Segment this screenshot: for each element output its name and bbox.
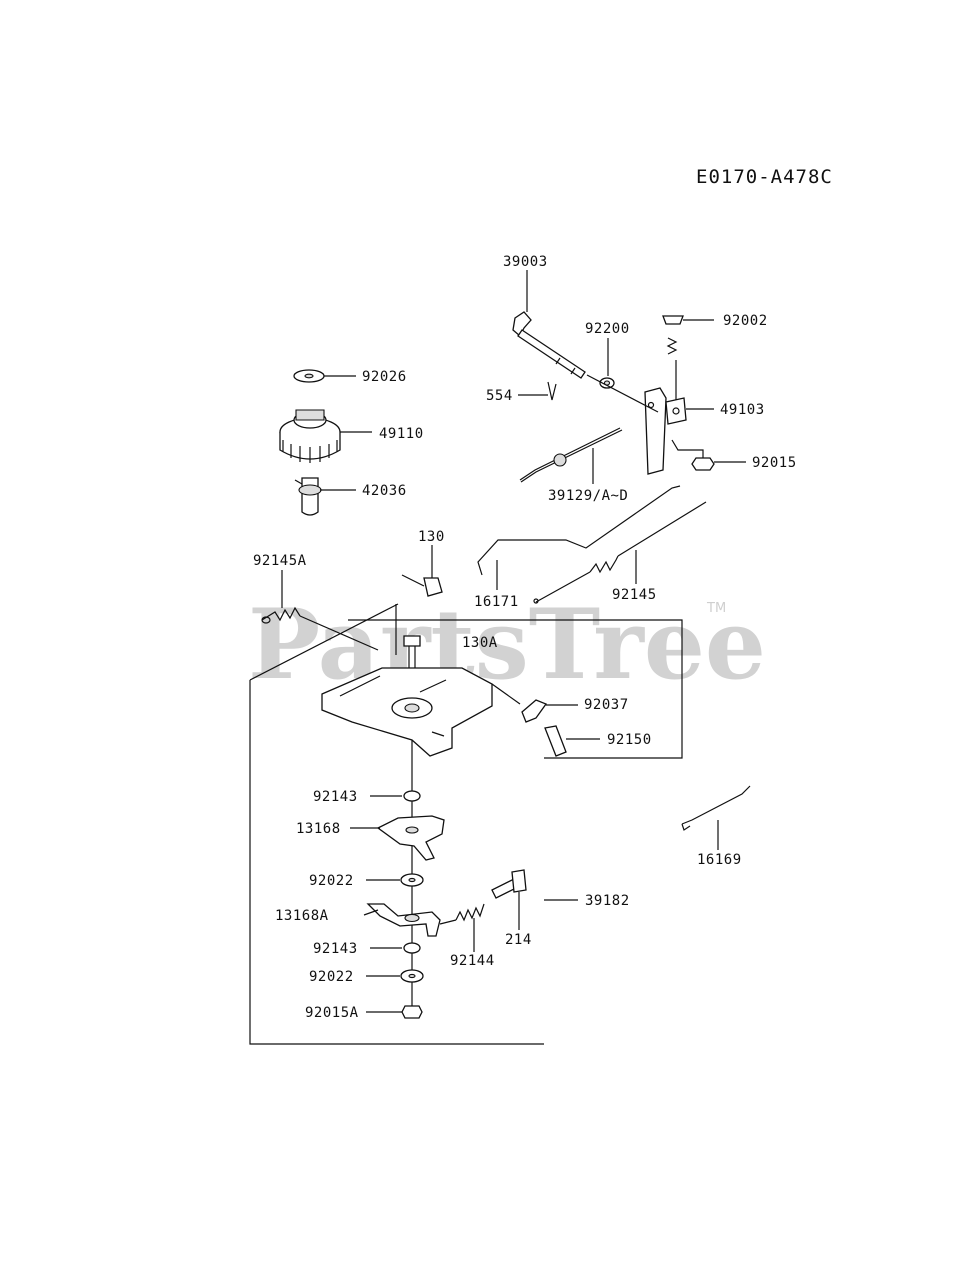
label-130A: 130A <box>462 635 498 651</box>
cotter-pin-554 <box>547 381 557 401</box>
washer-92022-lower <box>400 969 424 983</box>
washer-92022-upper <box>400 873 424 887</box>
label-49103: 49103 <box>720 402 765 418</box>
label-92200: 92200 <box>585 321 630 337</box>
shaft-42036 <box>294 477 322 516</box>
label-16169: 16169 <box>697 852 742 868</box>
control-plate <box>321 667 493 757</box>
bolt-130 <box>401 574 443 597</box>
screw-214 <box>491 869 527 899</box>
spring-92144 <box>439 903 485 925</box>
label-92145: 92145 <box>612 587 657 603</box>
washer-92143-lower <box>403 942 421 954</box>
spring-92145A <box>261 606 379 651</box>
label-92144: 92144 <box>450 953 495 969</box>
label-130: 130 <box>418 529 445 545</box>
washer-92026 <box>293 369 325 383</box>
label-16171: 16171 <box>474 594 519 610</box>
washer-92143-upper <box>403 790 421 802</box>
nut-92015A <box>401 1005 423 1019</box>
bolt-92002 <box>662 315 684 355</box>
label-49110: 49110 <box>379 426 424 442</box>
screw-92150 <box>544 725 567 757</box>
spring-92145 <box>533 501 707 604</box>
label-554: 554 <box>486 388 513 404</box>
bolt-130A <box>403 635 421 670</box>
label-39182: 39182 <box>585 893 630 909</box>
clip-92037 <box>491 683 548 723</box>
rod-16169 <box>681 785 751 831</box>
label-92015: 92015 <box>752 455 797 471</box>
label-92026: 92026 <box>362 369 407 385</box>
label-39129: 39129/A~D <box>548 488 628 504</box>
border-box <box>249 603 683 1045</box>
lever-13168A <box>366 903 441 937</box>
lever-13168 <box>376 815 445 861</box>
trademark-mark: TM <box>706 601 726 616</box>
gear-49110 <box>279 409 341 463</box>
diagram-code: E0170-A478C <box>696 166 833 188</box>
label-92143-lower: 92143 <box>313 941 358 957</box>
label-92022-upper: 92022 <box>309 873 354 889</box>
label-92143-upper: 92143 <box>313 789 358 805</box>
leader-lines <box>281 270 746 1013</box>
label-92150: 92150 <box>607 732 652 748</box>
label-92002: 92002 <box>723 313 768 329</box>
governor-lever-39129 <box>519 374 667 483</box>
label-214: 214 <box>505 932 532 948</box>
label-13168A: 13168A <box>275 908 329 924</box>
label-92037: 92037 <box>584 697 629 713</box>
washer-92200 <box>599 377 615 389</box>
governor-shaft-39003 <box>512 311 586 379</box>
label-13168: 13168 <box>296 821 341 837</box>
label-92015A: 92015A <box>305 1005 359 1021</box>
label-92145A: 92145A <box>253 553 307 569</box>
label-39003: 39003 <box>503 254 548 270</box>
bracket-49103 <box>665 360 687 425</box>
watermark: PartsTree <box>248 588 766 701</box>
nut-92015 <box>671 439 715 471</box>
label-42036: 42036 <box>362 483 407 499</box>
link-16171 <box>477 485 681 576</box>
label-92022-lower: 92022 <box>309 969 354 985</box>
